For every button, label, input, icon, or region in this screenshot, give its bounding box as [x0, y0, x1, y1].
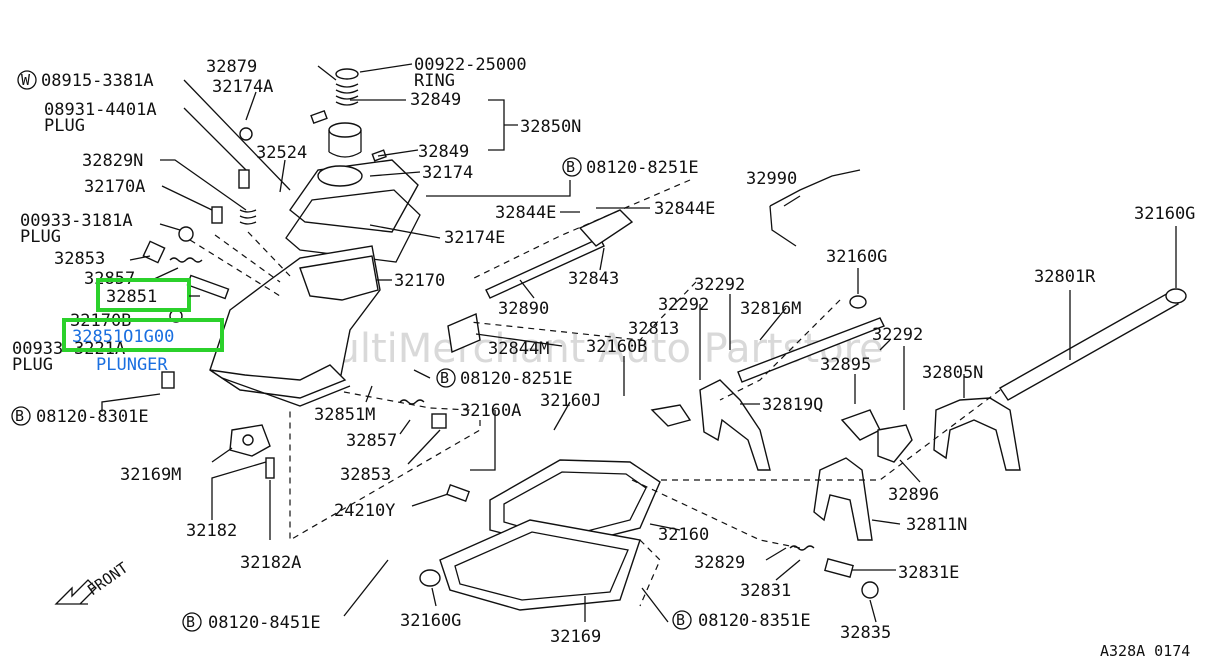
label-plug-3: PLUG	[12, 355, 53, 375]
highlight-part-name[interactable]: PLUNGER	[96, 355, 168, 375]
label-32174E: 32174E	[444, 228, 505, 248]
label-08120-8251E-top: 08120-8251E	[586, 158, 699, 178]
front-label: FRONT	[84, 559, 131, 600]
label-32160B: 32160B	[586, 337, 647, 357]
label-b-prefix-4: B	[186, 613, 195, 631]
label-plug-1: PLUG	[44, 116, 85, 136]
label-plug-2: PLUG	[20, 227, 61, 247]
label-08915-3381A: 08915-3381A	[41, 71, 154, 91]
label-32844M: 32844M	[488, 339, 549, 359]
highlighted-part[interactable]: 32851 32851O1G00 PLUNGER	[62, 278, 224, 375]
label-32174: 32174	[422, 163, 473, 183]
label-32844E-right: 32844E	[654, 199, 715, 219]
label-32524: 32524	[256, 143, 307, 163]
label-32829: 32829	[694, 553, 745, 573]
label-32896: 32896	[888, 485, 939, 505]
label-32851M: 32851M	[314, 405, 375, 425]
label-w-prefix: W	[21, 71, 31, 89]
highlight-box-32851[interactable]	[96, 278, 191, 312]
label-32851[interactable]: 32851	[106, 287, 157, 307]
shift-forks	[650, 379, 1021, 541]
diagram-code: A328A 0174	[1100, 642, 1190, 660]
label-32853-mid: 32853	[340, 465, 391, 485]
label-32160G-right: 32160G	[1134, 204, 1195, 224]
label-32805N: 32805N	[922, 363, 983, 383]
label-08120-8351E: 08120-8351E	[698, 611, 811, 631]
label-32879: 32879	[206, 57, 257, 77]
label-32292-a: 32292	[694, 275, 745, 295]
label-00922-25000: 00922-25000	[414, 55, 527, 75]
label-08120-8251E-mid: 08120-8251E	[460, 369, 573, 389]
shift-rails	[419, 169, 1187, 587]
label-32811N: 32811N	[906, 515, 967, 535]
transmission-case	[142, 240, 381, 479]
label-32160J: 32160J	[540, 391, 601, 411]
label-32819Q: 32819Q	[762, 395, 823, 415]
label-32857-mid: 32857	[346, 431, 397, 451]
label-32169M: 32169M	[120, 465, 181, 485]
label-32849-bottom: 32849	[418, 142, 469, 162]
label-32182: 32182	[186, 521, 237, 541]
label-32292-b: 32292	[658, 295, 709, 315]
label-32160G-bottom: 32160G	[400, 611, 461, 631]
label-32801R: 32801R	[1034, 267, 1096, 287]
label-ring: RING	[414, 71, 455, 91]
label-32160G-mid: 32160G	[826, 247, 887, 267]
label-32292-c: 32292	[872, 325, 923, 345]
label-32835: 32835	[840, 623, 891, 643]
label-32843: 32843	[568, 269, 619, 289]
label-32816M: 32816M	[740, 299, 801, 319]
label-b-prefix-1: B	[566, 158, 575, 176]
label-32990: 32990	[746, 169, 797, 189]
label-b-prefix-3: B	[15, 407, 24, 425]
label-32169: 32169	[550, 627, 601, 647]
label-08120-8301E: 08120-8301E	[36, 407, 149, 427]
label-32174A: 32174A	[212, 77, 273, 97]
label-00933: 00933	[12, 339, 63, 359]
leader-lines	[101, 63, 1177, 623]
label-08931-4401A-text: 08931-4401A	[44, 100, 157, 120]
label-32170A: 32170A	[84, 177, 145, 197]
label-32813: 32813	[628, 319, 679, 339]
label-32182A: 32182A	[240, 553, 301, 573]
label-00933-3181A: 00933-3181A	[20, 211, 133, 231]
label-24210Y: 24210Y	[334, 501, 395, 521]
label-08120-8451E: 08120-8451E	[208, 613, 321, 633]
top-cover-parts	[178, 68, 421, 263]
label-32170: 32170	[394, 271, 445, 291]
label-32853-top: 32853	[54, 249, 105, 269]
label-32849-top: 32849	[410, 90, 461, 110]
label-32829N: 32829N	[82, 151, 143, 171]
label-b-prefix-2: B	[440, 369, 449, 387]
highlight-part-number[interactable]: 32851O1G00	[72, 327, 174, 347]
dashed-guides	[189, 179, 1001, 607]
label-32844E-left: 32844E	[495, 203, 556, 223]
lower-case	[399, 399, 879, 611]
label-32895: 32895	[820, 355, 871, 375]
label-b-prefix-5: B	[676, 611, 685, 629]
label-32850N: 32850N	[520, 117, 581, 137]
highlight-box-part-number[interactable]	[62, 318, 224, 352]
label-32890: 32890	[498, 299, 549, 319]
part-labels: 32879 00922-25000 RING W 08915-3381A 321…	[11, 55, 1195, 647]
front-indicator: FRONT	[54, 559, 131, 605]
label-32831E: 32831E	[898, 563, 959, 583]
label-32160A: 32160A	[460, 401, 521, 421]
label-32831: 32831	[740, 581, 791, 601]
label-32160: 32160	[658, 525, 709, 545]
